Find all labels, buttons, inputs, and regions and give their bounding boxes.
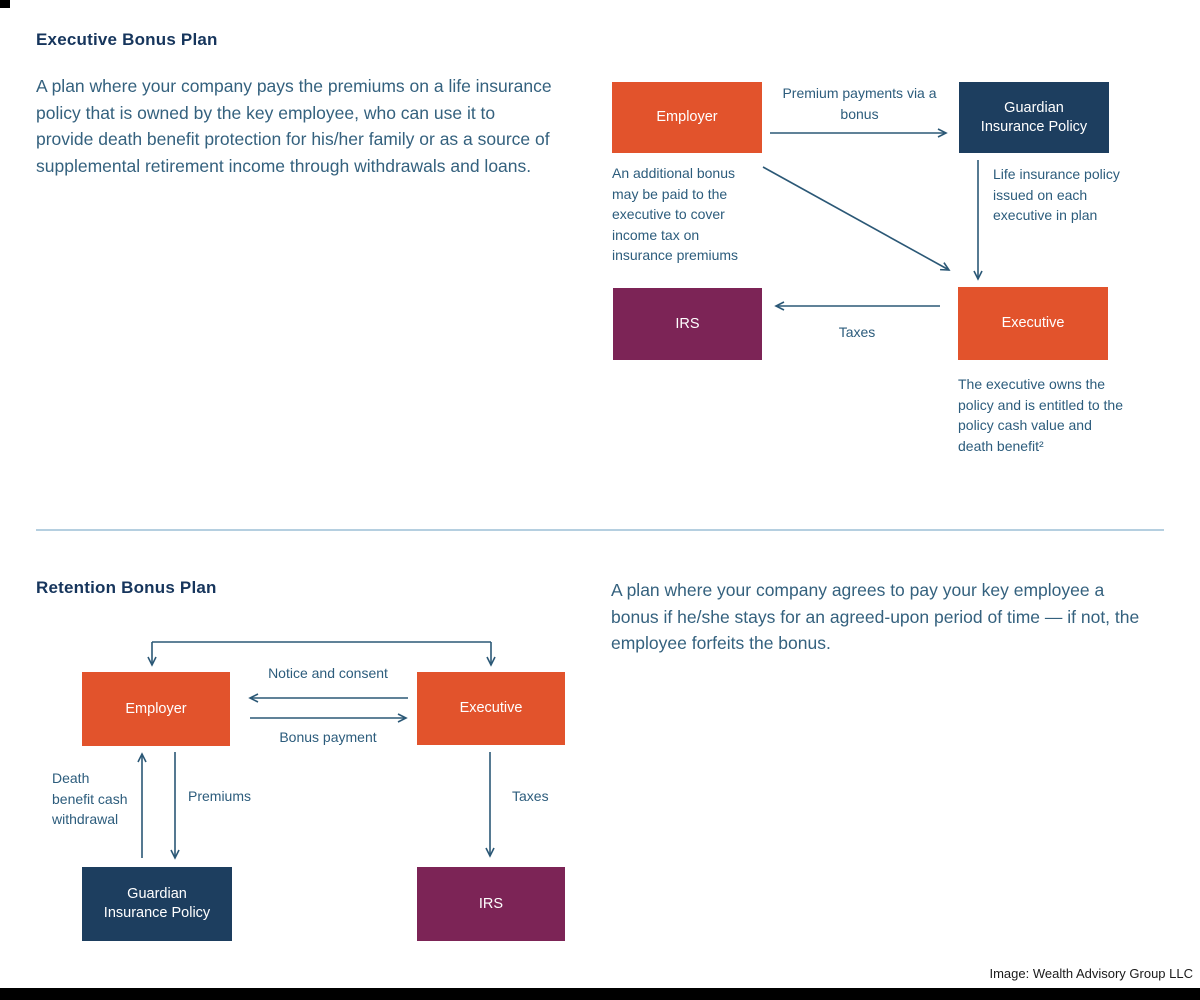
retention-diagram-employer-label: Employer bbox=[125, 700, 187, 717]
exec-diagram-employer-label: Employer bbox=[656, 109, 718, 125]
exec-diagram-guardian-box: Guardian Insurance Policy bbox=[959, 82, 1109, 153]
retention-diagram-guardian-box: Guardian Insurance Policy bbox=[82, 867, 232, 941]
exec-label-additional-bonus: An additional bonus may be paid to the e… bbox=[612, 165, 739, 263]
section-divider bbox=[36, 529, 1164, 531]
exec-label-executive-owns: The executive owns the policy and is ent… bbox=[958, 376, 1123, 454]
retention-label-taxes: Taxes bbox=[512, 788, 549, 804]
retention-diagram-executive-label: Executive bbox=[459, 700, 523, 716]
retention-diagram-guardian-label: Guardian Insurance Policy bbox=[103, 886, 211, 921]
corner-mark bbox=[0, 0, 10, 8]
exec-label-premium-payments: Premium payments via a bonus bbox=[782, 85, 937, 122]
retention-label-bonus-payment: Bonus payment bbox=[279, 729, 377, 745]
exec-diagram-executive-box: Executive bbox=[958, 287, 1108, 360]
retention-label-notice-consent: Notice and consent bbox=[268, 665, 388, 681]
executive-plan-title: Executive Bonus Plan bbox=[36, 30, 218, 49]
arrow-employer-to-executive-diagonal bbox=[762, 166, 951, 271]
retention-plan-description: A plan where your company agrees to pay … bbox=[611, 580, 1140, 653]
exec-diagram-executive-label: Executive bbox=[1001, 315, 1065, 331]
exec-diagram-guardian-label: Guardian Insurance Policy bbox=[980, 99, 1088, 135]
exec-label-taxes: Taxes bbox=[838, 324, 876, 340]
executive-plan-description: A plan where your company pays the premi… bbox=[36, 76, 552, 176]
retention-diagram-irs-box: IRS bbox=[417, 867, 565, 941]
retention-label-premiums: Premiums bbox=[188, 788, 252, 804]
image-credit: Image: Wealth Advisory Group LLC bbox=[989, 966, 1193, 981]
retention-plan-title: Retention Bonus Plan bbox=[36, 578, 217, 597]
exec-diagram-employer-box: Employer bbox=[612, 82, 762, 153]
footer-bar bbox=[0, 988, 1200, 1000]
exec-diagram-irs-label: IRS bbox=[675, 315, 700, 332]
exec-label-life-insurance: Life insurance policy issued on each exe… bbox=[993, 166, 1120, 223]
retention-diagram-irs-label: IRS bbox=[478, 895, 504, 912]
retention-label-death-benefit: Death benefit cash withdrawal bbox=[52, 770, 128, 827]
retention-diagram-executive-box: Executive bbox=[417, 672, 565, 745]
retention-diagram-employer-box: Employer bbox=[82, 672, 230, 746]
exec-diagram-irs-box: IRS bbox=[613, 288, 762, 360]
